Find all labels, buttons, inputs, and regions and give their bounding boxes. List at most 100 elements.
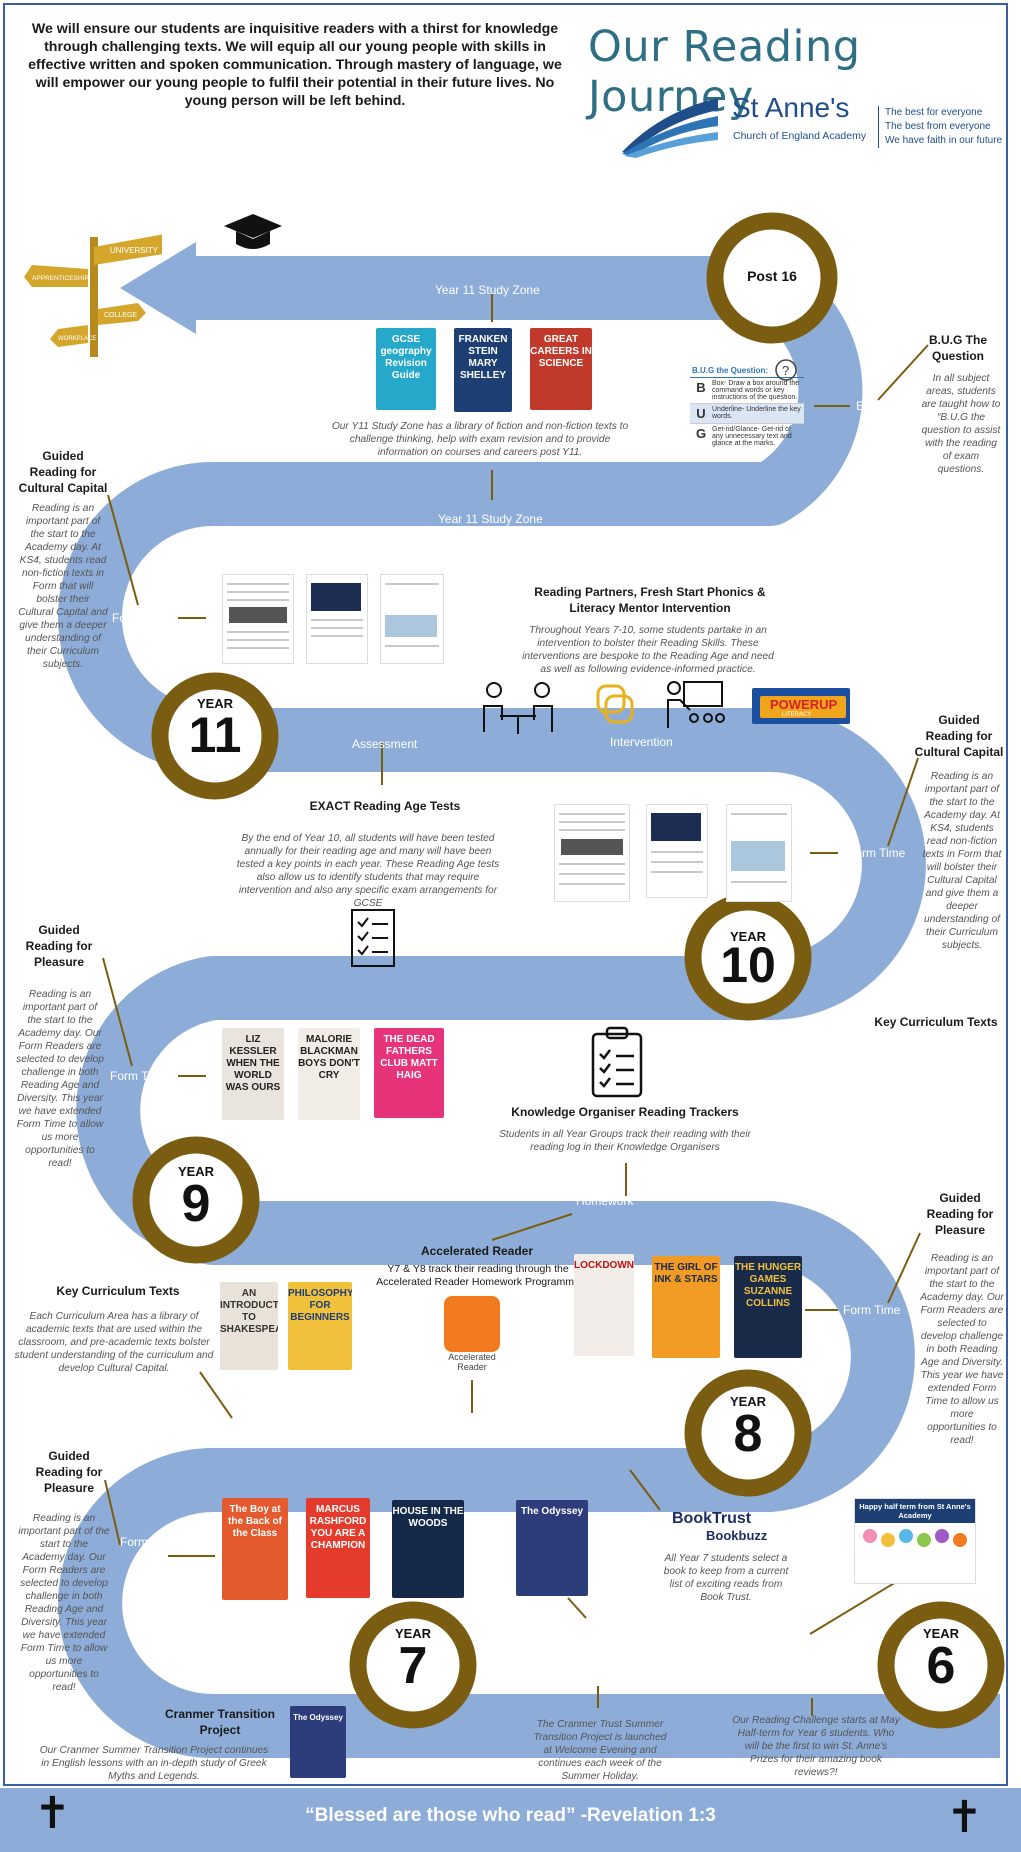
book-odyssey-small: The Odyssey xyxy=(290,1706,346,1778)
road-label-summer-transition: Summer Transition Project xyxy=(544,1645,646,1675)
partners-body: Throughout Years 7-10, some students par… xyxy=(522,625,774,675)
ar-title: Accelerated Reader xyxy=(420,1244,534,1258)
footer-quote: “Blessed are those who read” -Revelation… xyxy=(305,1805,716,1826)
road-path xyxy=(58,256,1000,1758)
road-label-study-zone-top: Year 11 Study Zone xyxy=(435,283,540,297)
year-8-number: 8 xyxy=(733,1405,763,1463)
road-label-may-halfterm: May Half-Term Reading Challenge xyxy=(758,1645,862,1675)
road-label-form-time-9: Form Time xyxy=(110,1069,168,1083)
grp-7-body: Reading is an important part of the star… xyxy=(18,1513,110,1693)
road-label-curriculum: Curriculum xyxy=(223,1426,282,1440)
doc-thumbnail-y10-3 xyxy=(726,804,792,902)
book-intro-shakespeare: AN INTRODUCTION TO SHAKESPEARE xyxy=(220,1282,278,1370)
ko-title: Knowledge Organiser Reading Trackers xyxy=(511,1105,739,1119)
key-texts-left-body: Each Curriculum Area has a library of ac… xyxy=(14,1311,214,1374)
road-label-homework-8: Homework xyxy=(438,1428,496,1442)
grp-7-title: Guided Reading for Pleasure xyxy=(35,1449,103,1495)
school-subtitle: Church of England Academy xyxy=(733,130,867,142)
cranmer-body: Our Cranmer Summer Transition Project co… xyxy=(39,1745,269,1782)
reading-partners-icon xyxy=(483,682,553,734)
exact-title: EXACT Reading Age Tests xyxy=(309,799,461,813)
y11-zone-text: Our Y11 Study Zone has a library of fict… xyxy=(331,421,629,458)
book-dead-fathers-club: THE DEAD FATHERS CLUB MATT HAIG xyxy=(374,1028,444,1118)
school-logo-wave-icon xyxy=(622,98,718,158)
year-9-label: YEAR xyxy=(177,1164,215,1179)
reading-challenge-body: Our Reading Challenge starts at May Half… xyxy=(732,1715,900,1778)
year-7-number: 7 xyxy=(398,1637,428,1695)
gr-cc-left-body: Reading is an important part of the star… xyxy=(18,503,108,670)
exact-body: By the end of Year 10, all students will… xyxy=(236,833,500,909)
book-gcse-geography: GCSE geography Revision Guide xyxy=(376,328,436,410)
road-label-homework-9: Homework xyxy=(576,1194,634,1208)
road-label-form-time-7: Form Time xyxy=(120,1535,178,1549)
book-boys-dont-cry: MALORIE BLACKMAN BOYS DON'T CRY xyxy=(298,1028,360,1120)
clipboard-icon xyxy=(591,1026,643,1098)
road-label-assessment: Assessment xyxy=(352,737,418,751)
ar-logo-icon xyxy=(444,1296,500,1352)
question-mark-icon: ? xyxy=(775,359,797,381)
sign-apprenticeship: APPRENTICESHIP xyxy=(32,275,89,282)
book-philosophy-beginners: PHILOSOPHY FOR BEGINNERS xyxy=(288,1282,352,1370)
book-hunger-games: THE HUNGER GAMES SUZANNE COLLINS xyxy=(734,1256,802,1358)
svg-text:?: ? xyxy=(782,363,789,378)
ring-y7 xyxy=(349,1601,477,1729)
checklist-icon xyxy=(351,909,395,967)
cross-right-icon: ✝ xyxy=(946,1793,983,1842)
doc-thumbnail-y11-2 xyxy=(306,574,368,664)
year-9-number: 9 xyxy=(181,1175,211,1233)
cross-left-icon: ✝ xyxy=(34,1789,71,1838)
book-frankenstein: FRANKEN STEIN MARY SHELLEY xyxy=(454,328,512,412)
summer-transition-body: The Cranmer Trust Summer Transition Proj… xyxy=(533,1719,667,1782)
doc-thumbnail-y11-3 xyxy=(380,574,444,664)
mentor-presentation-icon xyxy=(667,681,725,728)
road-label-form-time-10: Form Time xyxy=(848,846,906,860)
year-8-label: YEAR xyxy=(729,1394,767,1409)
gr-cc-right-title: Guided Reading for Cultural Capital xyxy=(914,713,1004,759)
book-boy-at-back-of-class: The Boy at the Back of the Class xyxy=(222,1498,288,1600)
gr-cc-right-body: Reading is an important part of the star… xyxy=(922,771,1002,951)
book-when-world-was-ours: LIZ KESSLER WHEN THE WORLD WAS OURS xyxy=(222,1028,284,1120)
key-texts-left-title: Key Curriculum Texts xyxy=(56,1284,180,1298)
page-title: Our Reading Journey xyxy=(588,22,861,122)
sign-college: COLLEGE xyxy=(104,312,137,319)
year-7-label: YEAR xyxy=(394,1626,432,1641)
school-name: St Anne's xyxy=(732,92,850,123)
ring-y11 xyxy=(151,672,279,800)
book-careers-science: GREAT CAREERS IN SCIENCE xyxy=(530,328,592,410)
powerup-logo: POWERUP LITERACY xyxy=(752,688,850,724)
halfterm-banner: Happy half term from St Anne's Academy xyxy=(854,1498,976,1584)
bug-body: In all subject areas, students are taugh… xyxy=(921,373,1001,475)
road-label-form-time-11: Form Time xyxy=(112,611,170,625)
year-11-label: YEAR xyxy=(196,696,234,711)
grp-8-body: Reading is an important part of the star… xyxy=(920,1253,1004,1446)
road-arrow-head xyxy=(120,242,196,334)
phonics-ring-icon xyxy=(596,684,634,724)
milestone-post16: Post 16 xyxy=(747,268,797,284)
grp-9-title: Guided Reading for Pleasure xyxy=(25,923,93,969)
ar-logo-label: Accelerated Reader xyxy=(448,1352,496,1372)
year-6-number: 6 xyxy=(926,1637,956,1695)
ring-y8 xyxy=(684,1369,812,1497)
ring-y9 xyxy=(132,1136,260,1264)
book-rashford-champion: MARCUS RASHFORD YOU ARE A CHAMPION xyxy=(306,1498,370,1598)
year-11-number: 11 xyxy=(188,707,242,763)
school-motto: The best for everyone The best from ever… xyxy=(878,106,1002,148)
road-label-form-time-8: Form Time xyxy=(843,1303,901,1317)
booktrust-body: All Year 7 students select a book to kee… xyxy=(663,1553,789,1603)
book-house-in-woods: HOUSE IN THE WOODS xyxy=(392,1500,464,1598)
road-label-intervention: Intervention xyxy=(610,735,673,749)
mission-statement: We will ensure our students are inquisit… xyxy=(28,21,562,109)
signpost-icon: UNIVERSITY APPRENTICESHIP COLLEGE WORKPL… xyxy=(24,234,162,357)
doc-thumbnail-y10-1 xyxy=(554,804,630,902)
partners-title: Reading Partners, Fresh Start Phonics & … xyxy=(534,585,766,615)
ar-body: Y7 & Y8 track their reading through the … xyxy=(376,1263,580,1288)
road-label-exam-skills: Exam Skills xyxy=(856,399,919,413)
page-frame xyxy=(3,3,1008,1786)
bookbuzz-logo: Bookbuzz xyxy=(706,1528,768,1543)
